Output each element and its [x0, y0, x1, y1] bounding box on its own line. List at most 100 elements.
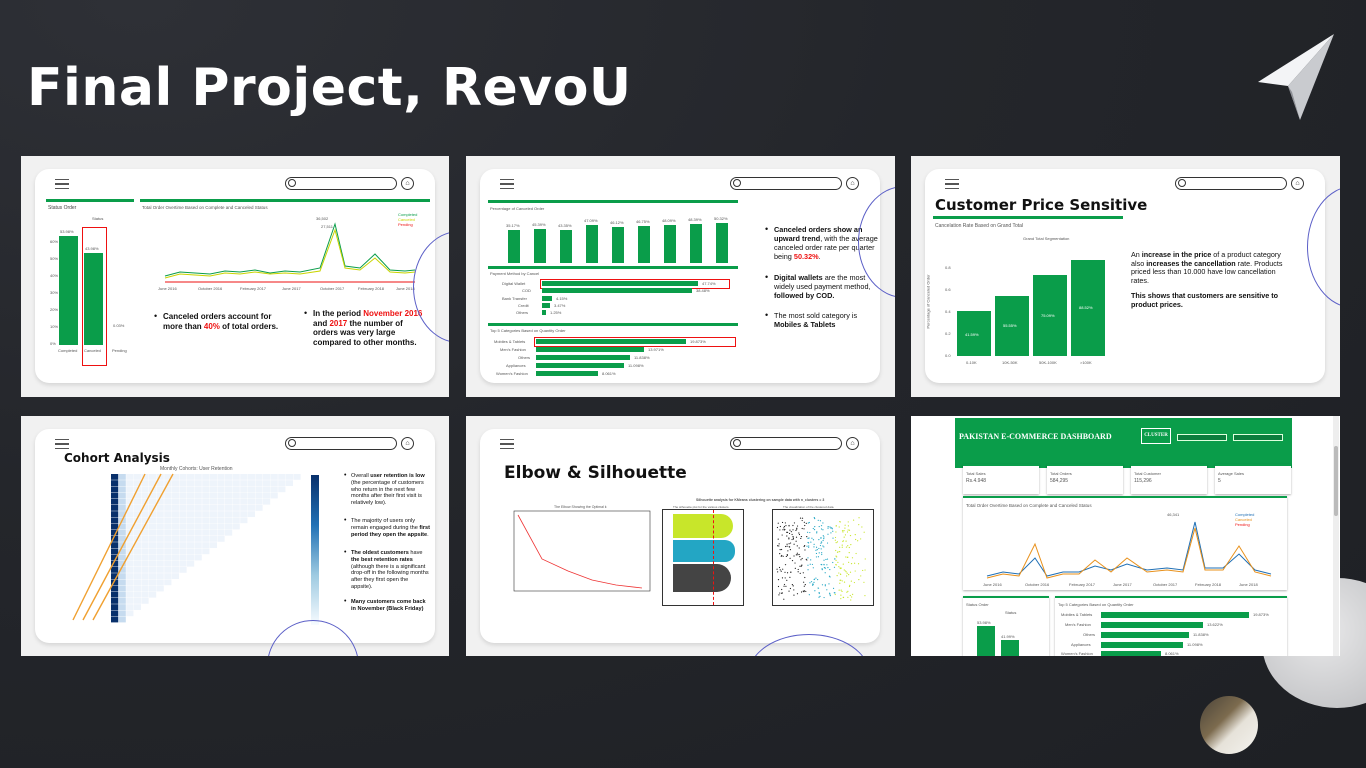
- heatmap-cell: [156, 529, 164, 536]
- heatmap-cell: [126, 579, 134, 586]
- slide-thumbnail-elbow[interactable]: ⌂ Elbow & Silhouette The Elbow Showing t…: [466, 416, 895, 656]
- scatter-point: [788, 543, 790, 545]
- scatter-point: [824, 584, 826, 586]
- heatmap-cell: [270, 480, 278, 486]
- heatmap-cell: [194, 536, 202, 542]
- bar-label: 11.838%: [1193, 632, 1209, 637]
- scatter-point: [792, 535, 794, 538]
- bar: [1101, 622, 1203, 628]
- filter-dropdown-2[interactable]: [1233, 434, 1283, 441]
- scatter-point: [831, 528, 833, 530]
- heatmap-cell: [225, 474, 233, 480]
- heatmap-cell: [118, 610, 126, 617]
- filter-dropdown-1[interactable]: [1177, 434, 1227, 441]
- bar: [586, 225, 598, 263]
- scatter-point: [844, 524, 846, 526]
- bar: [536, 363, 624, 368]
- scatter-point: [848, 561, 850, 563]
- heatmap-cell: [118, 560, 126, 567]
- bar: [690, 224, 702, 263]
- scatter-point: [824, 572, 826, 574]
- kpi-value: 5: [1218, 478, 1221, 484]
- scatter-point: [808, 546, 810, 548]
- heatmap-cell: [209, 523, 217, 530]
- heatmap-cell: [133, 474, 141, 480]
- scrollbar[interactable]: [1333, 416, 1339, 656]
- x-tick: 10K-50K: [1002, 360, 1018, 365]
- scatter-point: [842, 563, 844, 565]
- heatmap-cell: [171, 517, 179, 524]
- bar-label: 46.12%: [610, 220, 624, 225]
- bar-label: 88.52%: [1079, 305, 1093, 310]
- bar-completed: [59, 236, 78, 345]
- bar-category: Others: [518, 355, 531, 360]
- heatmap-cell: [171, 498, 179, 505]
- heatmap-cell: [255, 486, 263, 493]
- heatmap-cell: [118, 523, 126, 530]
- bar: [542, 310, 546, 315]
- heatmap-cell: [171, 567, 179, 573]
- heatmap-cell: [217, 517, 225, 524]
- dash-top5-chart: Top 5 Categories Based on Quantity Order…: [1055, 596, 1287, 656]
- elbow-title: The Elbow Showing the Optimal k: [554, 505, 607, 509]
- bar-category: Others: [516, 310, 529, 315]
- heatmap-cell: [156, 511, 164, 517]
- heatmap-cell: [171, 560, 179, 567]
- bar: [542, 303, 550, 308]
- heatmap-cell: [149, 560, 157, 567]
- search-input: [730, 177, 842, 190]
- scatter-point: [827, 567, 829, 569]
- heatmap-cell: [225, 486, 233, 493]
- heatmap-cell: [141, 511, 149, 517]
- scatter-point: [816, 532, 818, 534]
- slide-thumbnail-dashboard[interactable]: PAKISTAN E-COMMERCE DASHBOARD CLUSTER To…: [911, 416, 1340, 656]
- heatmap-cell: [156, 554, 164, 561]
- bullet-icon: •: [344, 517, 347, 524]
- cart-icon: ⌂: [401, 177, 414, 190]
- bar-label: 8.061%: [602, 371, 616, 376]
- scatter-point: [841, 580, 843, 582]
- bar-label: 47.09%: [584, 218, 598, 223]
- slide-thumbnail-price-sensitive[interactable]: ⌂ Customer Price Sensitive Cancelation R…: [911, 156, 1340, 397]
- slide-thumbnail-canceled-orders[interactable]: ⌂ Percentage of Canceled Order 35.17% 45…: [466, 156, 895, 397]
- slide-thumbnail-status-order[interactable]: ⌂ Status Order Status 60% 50% 40% 30% 20…: [21, 156, 449, 397]
- heatmap-cell: [194, 542, 202, 548]
- scatter-point: [823, 566, 826, 569]
- heatmap-cell: [141, 554, 149, 561]
- scatter-point: [839, 582, 841, 584]
- scatter-point: [840, 594, 842, 596]
- scatter-point: [818, 592, 820, 595]
- heatmap-cell: [217, 536, 225, 542]
- heatmap-cell: [225, 529, 233, 536]
- heatmap-cell: [202, 492, 210, 499]
- slide-thumbnail-cohort[interactable]: ⌂ Cohort Analysis Monthly Cohorts: User …: [21, 416, 449, 656]
- kpi-card: Total Customer 115,296: [1131, 464, 1207, 494]
- y-tick: 30%: [50, 290, 59, 295]
- scatter-point: [786, 545, 788, 547]
- canceled-pct-chart: Percentage of Canceled Order 35.17% 45.3…: [488, 200, 738, 269]
- scatter-point: [793, 543, 795, 545]
- heatmap-cell: [232, 511, 240, 517]
- line-plot: [164, 222, 416, 283]
- scatter-point: [777, 522, 779, 524]
- scatter-point: [834, 593, 836, 596]
- x-tick: October 2016: [198, 286, 223, 291]
- heatmap-cell: [141, 591, 149, 598]
- bar-category: Men's Fashion: [500, 347, 526, 352]
- cluster-button[interactable]: CLUSTER: [1141, 428, 1171, 444]
- bullet-icon: •: [344, 472, 347, 479]
- scatter-point: [788, 532, 791, 535]
- chart-title: Top 5 Categories Based on Quantity Order: [1058, 602, 1134, 607]
- heatmap-cell: [133, 585, 141, 592]
- scatter-point: [840, 579, 842, 581]
- heatmap-cell: [133, 498, 141, 505]
- heatmap-cell: [209, 498, 217, 505]
- bar-category: Men's Fashion: [1065, 622, 1091, 627]
- scatter-point: [780, 570, 782, 572]
- heatmap-cell: [111, 523, 119, 530]
- heatmap-cell: [133, 511, 141, 517]
- scatter-point: [782, 529, 784, 531]
- scatter-point: [808, 521, 810, 524]
- scatter-point: [815, 556, 818, 558]
- scatter-point: [857, 540, 859, 542]
